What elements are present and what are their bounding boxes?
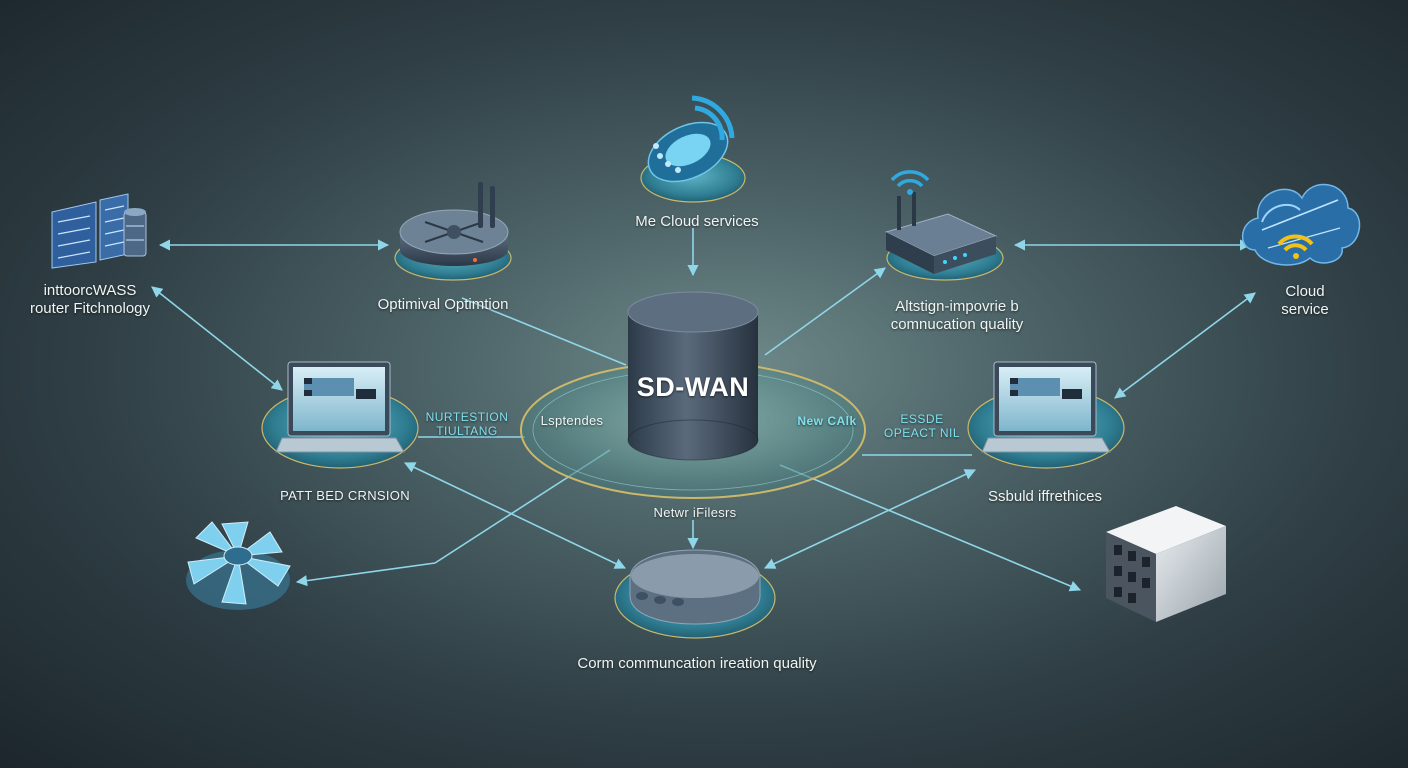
link-hub-rlaptop bbox=[763, 469, 977, 569]
center-left-tag: Lsptendes bbox=[540, 413, 604, 428]
connection-lines bbox=[151, 228, 1256, 592]
network-switch-icon bbox=[614, 549, 776, 639]
server-cube-icon bbox=[1106, 506, 1226, 622]
link-rcloud-rlaptop bbox=[1114, 292, 1256, 399]
right-router-label: Altstign-impovrie b comnucation quality bbox=[890, 298, 1024, 333]
laptop-icon-left bbox=[261, 361, 419, 469]
center-right-tag: New CAlk bbox=[797, 414, 857, 428]
left-laptop-tag: NURTESTION TIULTANG bbox=[425, 410, 509, 438]
left-server-label: inttoorcWASS router Fitchnology bbox=[29, 282, 151, 317]
cloud-wifi-icon bbox=[1241, 183, 1361, 266]
top-router-label: Optimival Optimtion bbox=[377, 296, 509, 313]
wireless-device-icon bbox=[640, 95, 746, 203]
server-rack-icon bbox=[51, 193, 147, 269]
laptop-icon-right bbox=[967, 361, 1125, 469]
right-laptop-label: Ssbuld iffrethices bbox=[988, 488, 1102, 505]
router-icon bbox=[394, 182, 512, 281]
right-laptop-tag: ESSDE OPEACT NIL bbox=[883, 412, 961, 440]
center-bottom-tag: Netwr iFilesrs bbox=[653, 505, 737, 520]
link-center-fan bbox=[295, 449, 611, 587]
sd-wan-hub bbox=[520, 291, 866, 499]
left-laptop-label: PATT BED CRNSION bbox=[280, 488, 410, 503]
bottom-hub-label: Corm communcation ireation quality bbox=[577, 655, 817, 672]
link-router-center bbox=[461, 297, 627, 366]
link-center-rrouter bbox=[764, 267, 886, 356]
top-cloud-label: Me Cloud services bbox=[635, 213, 759, 230]
wifi-router-icon bbox=[884, 170, 1004, 281]
center-title: SD-WAN bbox=[636, 372, 750, 402]
link-llaptop-hub bbox=[403, 462, 627, 569]
cooling-fan-icon bbox=[186, 521, 291, 610]
link-server-laptop bbox=[151, 286, 283, 391]
link-center-cube bbox=[779, 464, 1082, 592]
right-cloud-label: Cloud service bbox=[1281, 283, 1329, 318]
